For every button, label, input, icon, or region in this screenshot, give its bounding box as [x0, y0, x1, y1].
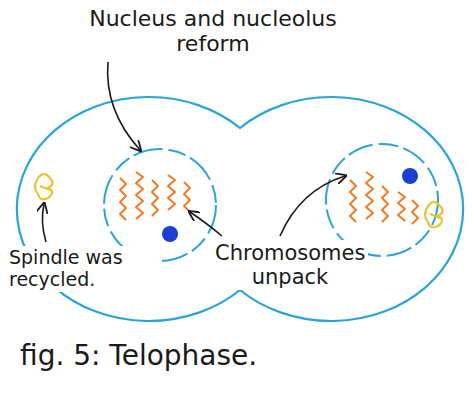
- nucleolus: [162, 226, 178, 242]
- chromosomes: [120, 172, 190, 220]
- nuclear-envelope: [104, 149, 216, 261]
- callout-label: Nucleus and nucleolus reform: [68, 6, 358, 57]
- figure-caption: fig. 5: Telophase.: [20, 340, 460, 372]
- callout-label: Chromosomes unpack: [212, 240, 368, 290]
- nucleolus: [402, 168, 418, 184]
- spindle-remnant: [35, 174, 443, 227]
- callout-label: Spindle was recycled.: [6, 246, 162, 292]
- leader-line: [42, 62, 345, 242]
